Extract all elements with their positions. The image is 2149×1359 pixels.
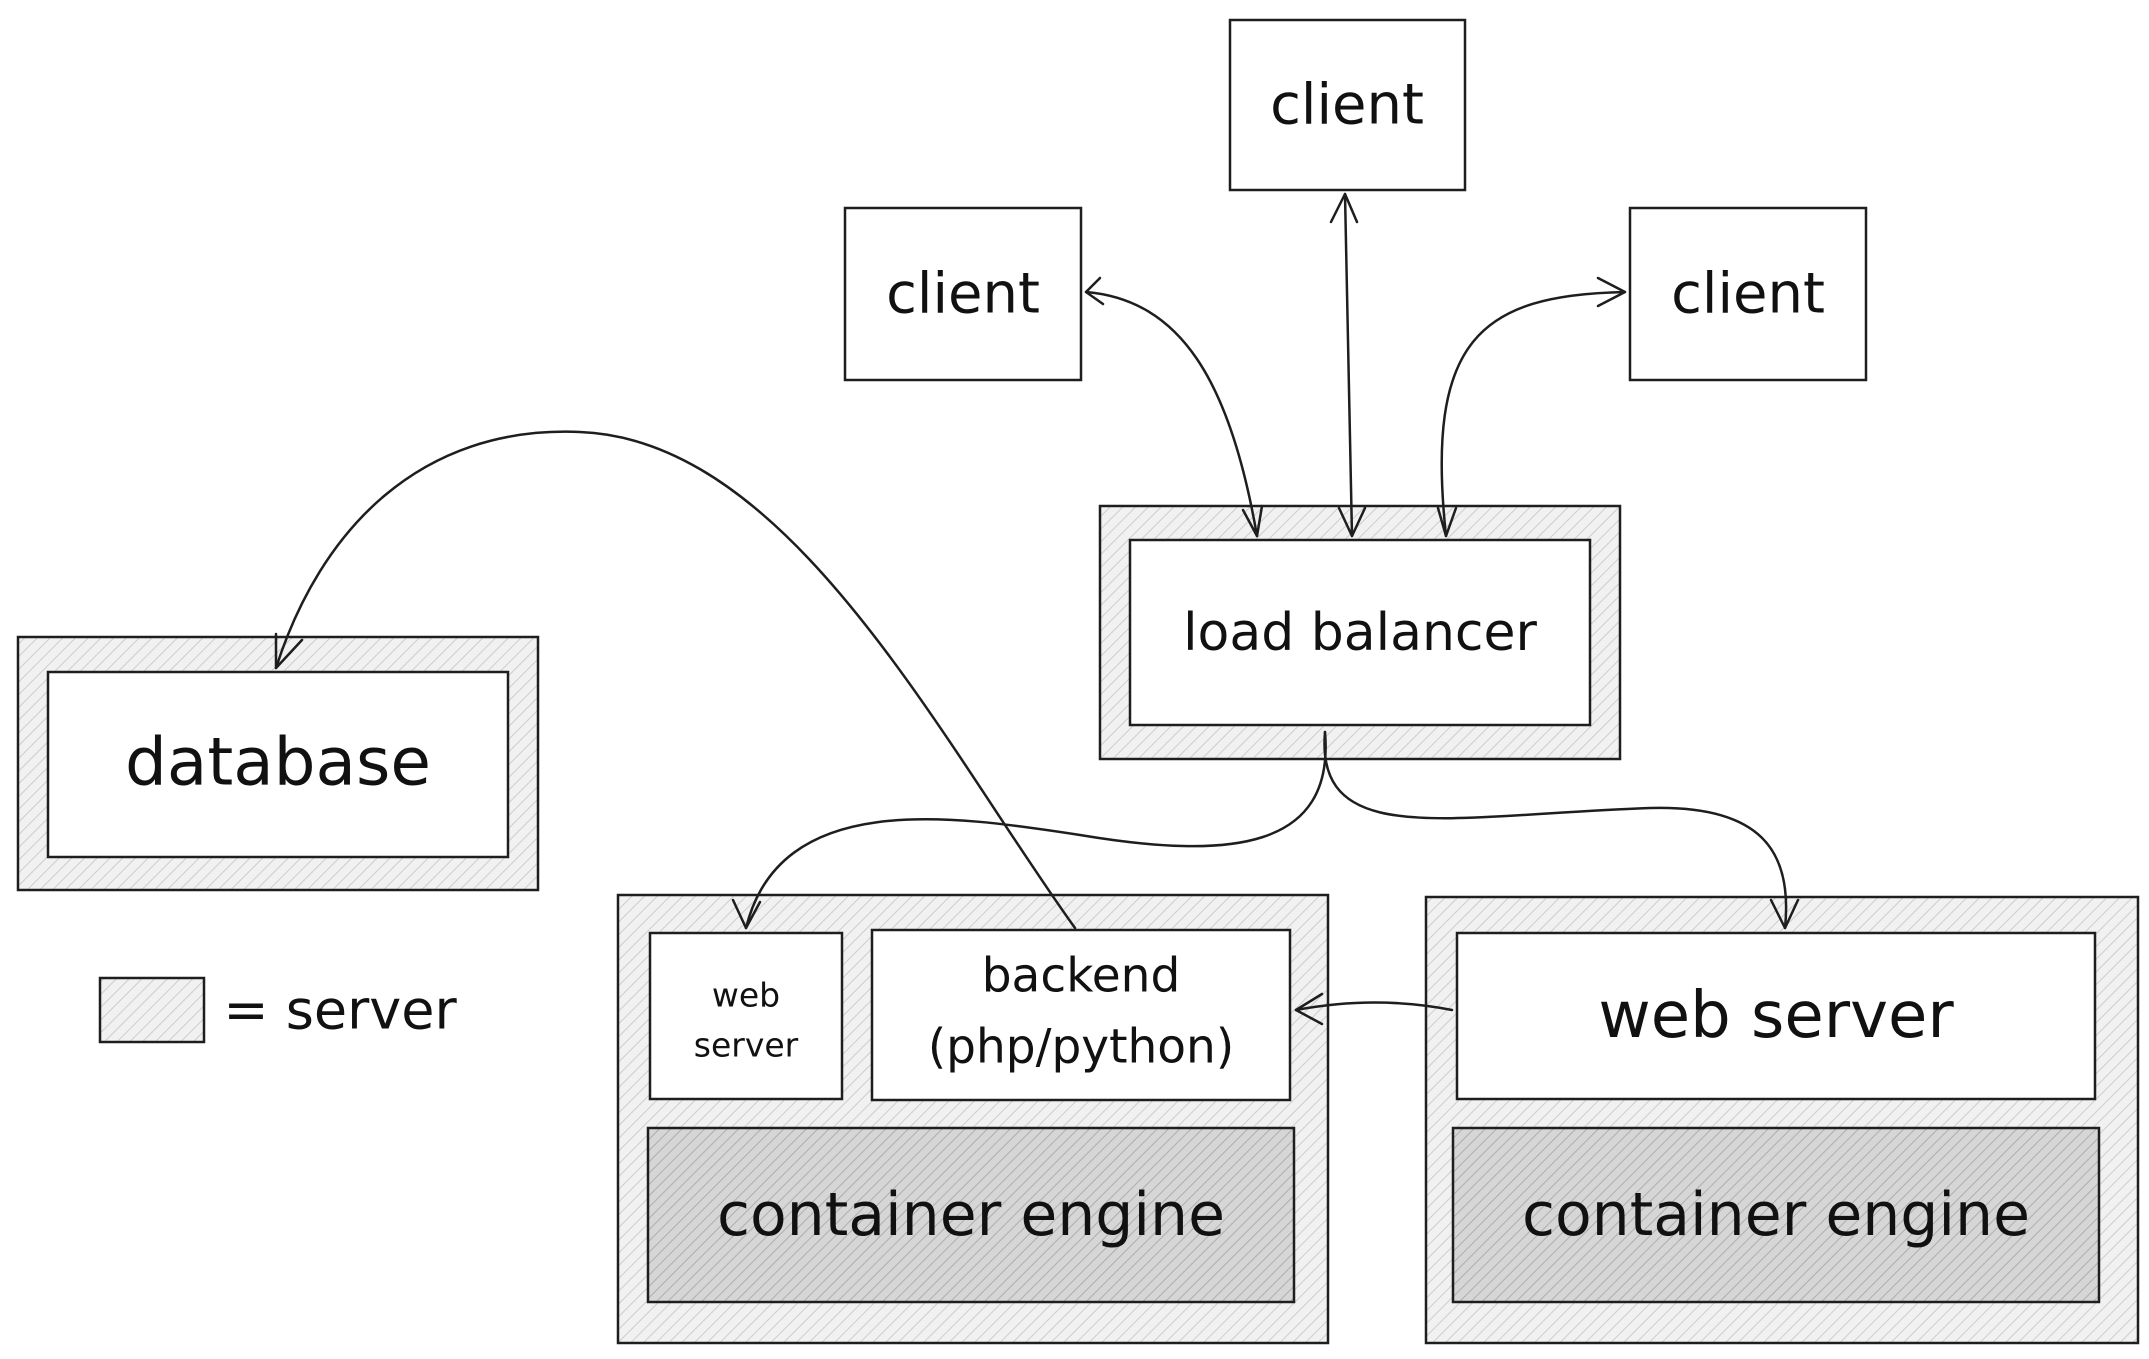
backend: backend (php/python) xyxy=(870,928,1292,1102)
web-server-right: web server xyxy=(1455,931,2097,1101)
client-left-label: client xyxy=(886,262,1040,327)
client-top-label: client xyxy=(1270,73,1424,138)
client-left: client xyxy=(843,206,1083,382)
legend-server-swatch xyxy=(98,976,206,1044)
container-engine-left-label: container engine xyxy=(717,1180,1225,1250)
legend-label: = server xyxy=(223,979,457,1042)
container-engine-left: container engine xyxy=(646,1126,1296,1304)
arrow-client-left-lb xyxy=(1084,276,1264,538)
container-engine-right-label: container engine xyxy=(1522,1180,2030,1250)
backend-line2: (php/python) xyxy=(928,1020,1234,1075)
client-right-label: client xyxy=(1671,262,1825,327)
container-engine-right: container engine xyxy=(1451,1126,2101,1304)
arrow-web-server-backend xyxy=(1294,992,1454,1026)
client-right: client xyxy=(1628,206,1868,382)
left-server-host: web server backend (php/python) containe… xyxy=(616,893,1330,1345)
database-label: database xyxy=(125,724,431,801)
client-top: client xyxy=(1228,18,1467,192)
arrow-lb-web-server-small xyxy=(731,730,1327,930)
arrow-client-right-lb xyxy=(1436,276,1627,538)
load-balancer-server: load balancer xyxy=(1098,504,1622,761)
web-server-small-line2: server xyxy=(694,1026,799,1065)
legend: = server xyxy=(98,976,457,1044)
web-server-small-line1: web xyxy=(712,976,780,1015)
database-server: database xyxy=(16,635,540,892)
right-server-host: web server container engine xyxy=(1424,895,2140,1345)
web-server-right-label: web server xyxy=(1598,979,1954,1053)
load-balancer-label: load balancer xyxy=(1183,603,1537,663)
backend-line1: backend xyxy=(982,949,1181,1004)
arrow-client-top-lb xyxy=(1329,192,1367,538)
web-server-small: web server xyxy=(648,931,844,1101)
arrow-backend-database xyxy=(274,430,1077,930)
arrow-lb-web-server-right xyxy=(1323,730,1800,930)
